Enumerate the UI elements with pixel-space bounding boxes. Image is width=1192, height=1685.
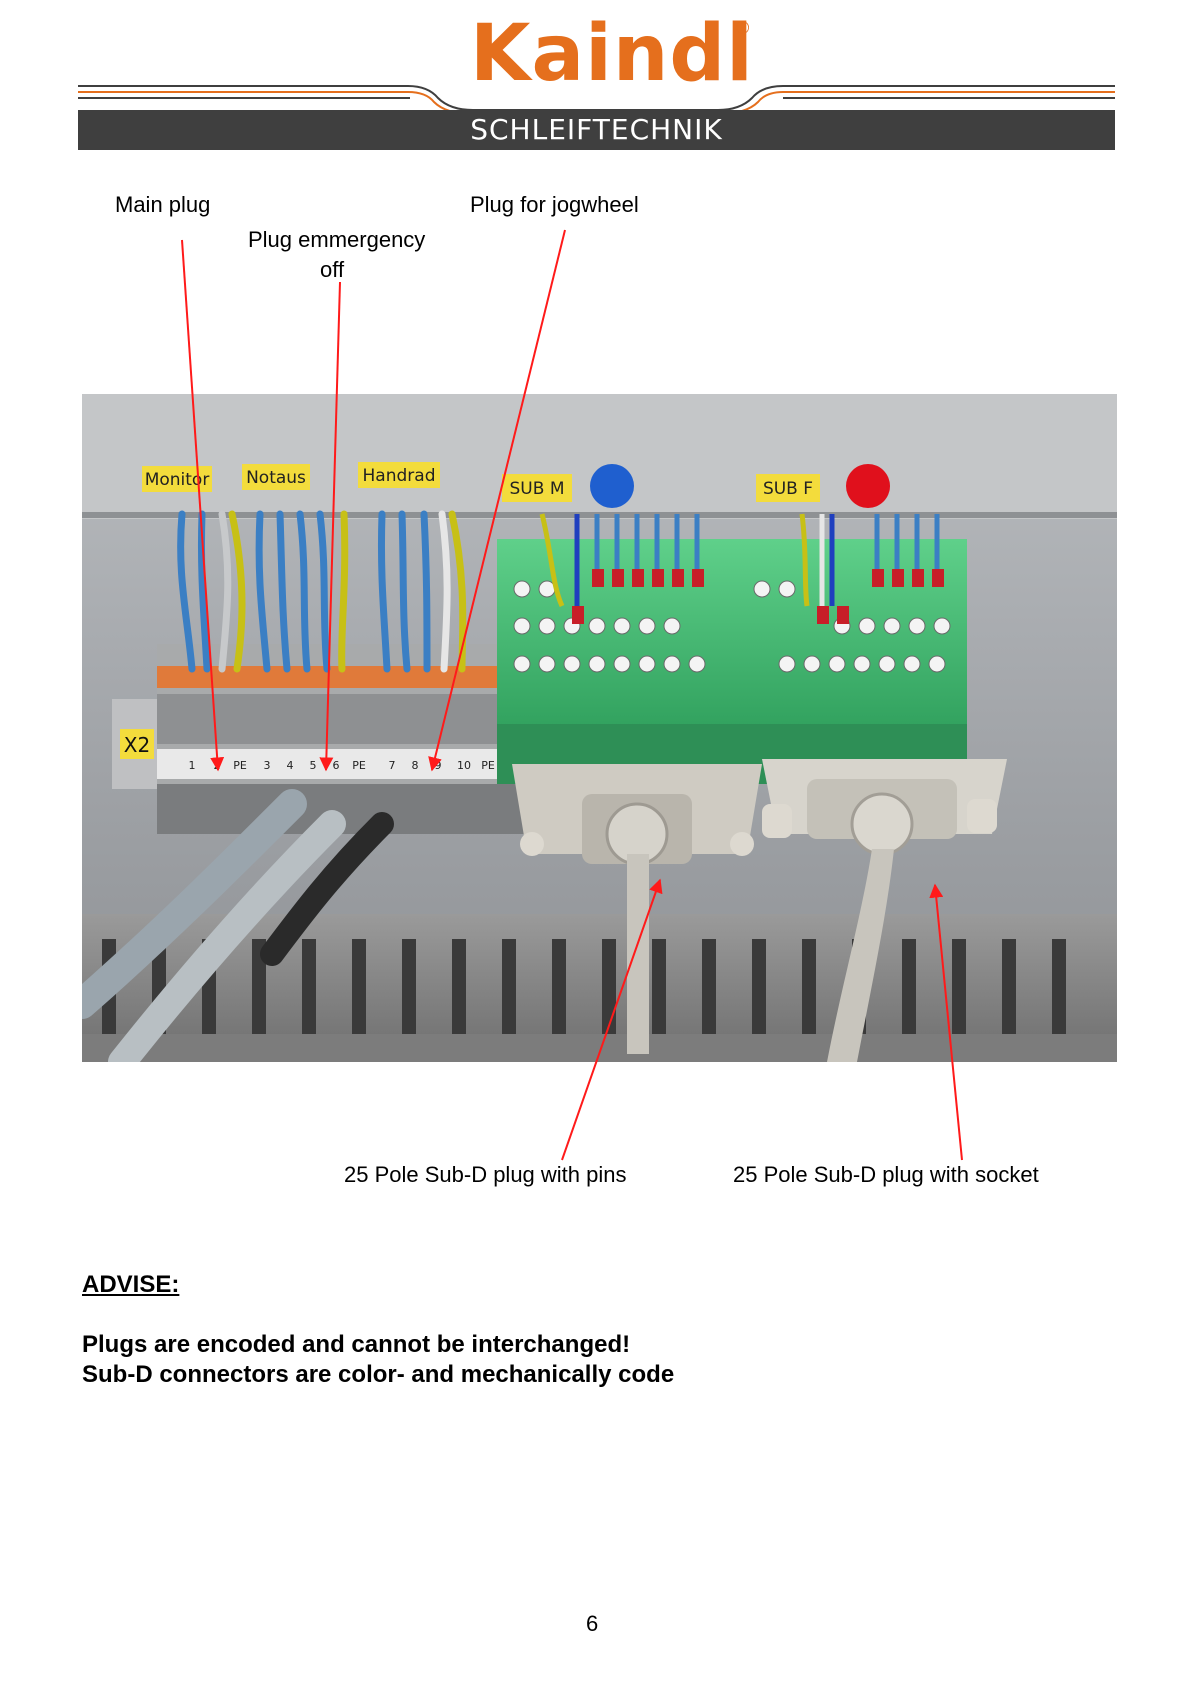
advise-title: ADVISE: [82, 1271, 180, 1298]
callout-jogwheel: Plug for jogwheel [470, 192, 639, 217]
label-handrad [358, 462, 440, 488]
terminal-number: 3 [264, 759, 271, 772]
rail-label-x2-text: X2 [124, 733, 150, 757]
terminal-number: 6 [333, 759, 340, 772]
terminal-number: PE [481, 759, 495, 772]
terminal-number: 8 [412, 759, 419, 772]
sub-f-red-dot [846, 464, 890, 508]
sub-m-blue-dot [590, 464, 634, 508]
callout-subd-pins: 25 Pole Sub-D plug with pins [344, 1162, 627, 1187]
terminal-number: 1 [189, 759, 196, 772]
callout-emergency-off-line1: Plug emmergency [248, 227, 426, 252]
terminal-number: 5 [310, 759, 317, 772]
page-number: 6 [586, 1611, 599, 1636]
label-sub-f-text: SUB F [763, 479, 813, 499]
label-notaus-text: Notaus [246, 468, 306, 488]
advise-line-2: Sub-D connectors are color- and mechanic… [82, 1361, 675, 1388]
terminal-number: 2 [214, 759, 221, 772]
advise-line-1: Plugs are encoded and cannot be intercha… [82, 1331, 631, 1358]
header-bar: SCHLEIFTECHNIK [78, 110, 1115, 150]
sub-f-module [737, 539, 967, 739]
terminal-number: 10 [457, 759, 471, 772]
terminal-number: 9 [435, 759, 442, 772]
terminal-number: 7 [389, 759, 396, 772]
registered-mark: ® [736, 18, 750, 38]
callout-emergency-off-line2: off [320, 257, 345, 282]
kaindl-logo: Kaindl ® [470, 12, 760, 96]
terminal-number: PE [352, 759, 366, 772]
label-sub-m-text: SUB M [510, 479, 565, 499]
label-sub-f [756, 474, 820, 502]
header-subtitle: SCHLEIFTECHNIK [470, 113, 723, 146]
callout-main-plug: Main plug [115, 192, 211, 217]
logo-text: Kaindl [470, 9, 754, 99]
label-monitor-text: Monitor [145, 470, 210, 490]
callout-subd-socket: 25 Pole Sub-D plug with socket [733, 1162, 1039, 1187]
terminal-number: 4 [287, 759, 294, 772]
label-handrad-text: Handrad [363, 466, 436, 486]
rail-label-x2 [120, 729, 154, 759]
subd-plug-socket [762, 759, 1007, 1062]
label-notaus [242, 464, 310, 490]
terminal-block-photo: X2 1 2 PE 3 4 5 6 PE 7 8 9 10 PE Monitor [82, 394, 1117, 1062]
terminal-number: PE [233, 759, 247, 772]
